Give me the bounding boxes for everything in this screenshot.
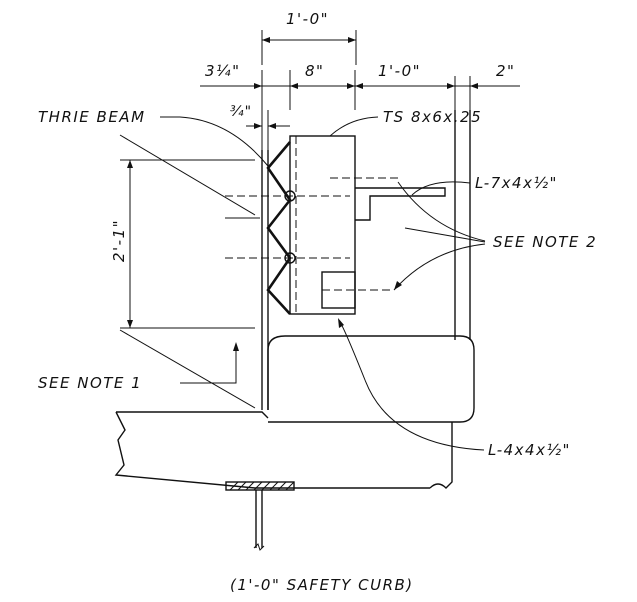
dim-plate-label: ¾" xyxy=(230,104,252,120)
thrie-beam-label: THRIE BEAM xyxy=(38,108,146,126)
dim-height xyxy=(120,159,255,329)
ts-leader xyxy=(329,116,379,137)
note2-leader-1 xyxy=(397,181,486,242)
bolts xyxy=(225,190,350,264)
guide-line-upper xyxy=(119,134,256,216)
ts-tube xyxy=(289,135,356,315)
note2-leader-2 xyxy=(404,227,486,243)
angle-top-leader xyxy=(411,181,471,196)
angle-bottom-label: L-4x4x½" xyxy=(488,441,571,459)
deck-slab xyxy=(114,411,453,489)
note2-label: SEE NOTE 2 xyxy=(493,233,597,251)
angle-top xyxy=(355,187,446,221)
rail-vertical-lines xyxy=(261,110,471,410)
angle-bottom-leader xyxy=(339,321,485,451)
dim-right-width-label: 1'-0" xyxy=(378,62,421,80)
guide-line-lower xyxy=(119,329,256,409)
dim-plate xyxy=(246,110,290,150)
girder-flange xyxy=(225,481,295,491)
thrie-beam-leader xyxy=(160,116,269,167)
dim-row-2 xyxy=(200,70,520,150)
note2-leader-3 xyxy=(393,243,486,291)
dim-height-label: 2'-1" xyxy=(110,219,128,262)
angle-top-label: L-7x4x½" xyxy=(475,174,558,192)
caption: (1'-0" SAFETY CURB) xyxy=(230,576,414,594)
ts-label: TS 8x6x.25 xyxy=(383,108,482,126)
curb xyxy=(267,335,475,423)
girder-web xyxy=(253,490,265,551)
dim-left-offset-label: 3¼" xyxy=(205,62,240,80)
dim-top-width xyxy=(261,30,357,65)
dim-ts-width-label: 8" xyxy=(305,62,324,80)
thrie-beam xyxy=(266,141,292,315)
note1-leader xyxy=(180,350,237,384)
dim-top-width-label: 1'-0" xyxy=(286,10,329,28)
note1-label: SEE NOTE 1 xyxy=(38,374,142,392)
dim-edge-gap-label: 2" xyxy=(496,62,515,80)
